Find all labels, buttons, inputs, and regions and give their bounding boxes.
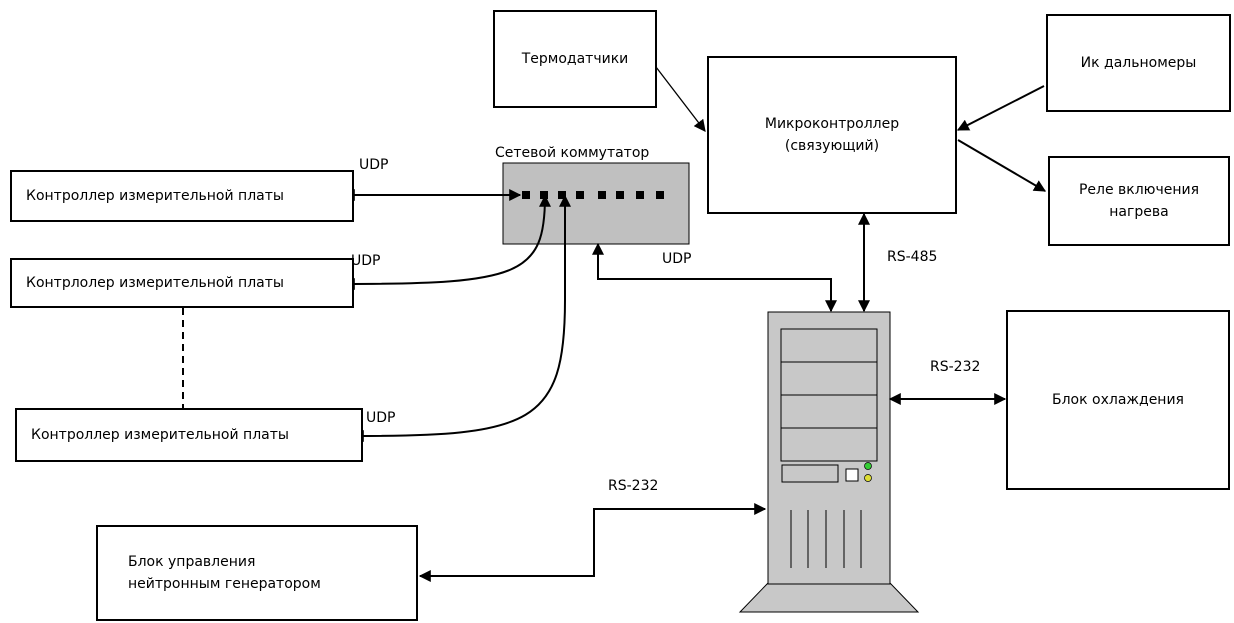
heating-relay-label: Реле включения нагрева <box>1078 182 1200 220</box>
udp-label-server: UDP <box>662 251 692 267</box>
heating-relay-block: Реле включения нагрева <box>1048 156 1230 246</box>
neutron-generator-control-label: Блок управления нейтронным генератором <box>128 554 321 592</box>
ir-rangefinders-block: Ик дальномеры <box>1046 14 1231 112</box>
link-micro-relay <box>957 139 1047 192</box>
network-switch <box>502 162 690 245</box>
link-switch-server <box>592 242 837 313</box>
measurement-controller-3: Контроллер измерительной платы <box>15 408 363 462</box>
ir-rangefinders-label: Ик дальномеры <box>1080 55 1197 71</box>
measurement-controller-2-label: Контрлолер измерительной платы <box>26 275 284 291</box>
measurement-controller-3-label: Контроллер измерительной платы <box>31 427 289 443</box>
rs232-cooling-label: RS-232 <box>930 359 981 375</box>
udp-label-ctrl2: UDP <box>351 253 381 269</box>
udp-label-ctrl3: UDP <box>366 410 396 426</box>
rs485-label: RS-485 <box>887 249 938 265</box>
measurement-controller-1: Контроллер измерительной платы <box>10 170 354 222</box>
microcontroller-block: Микроконтроллер (связующий) <box>707 56 957 214</box>
link-server-neutron <box>418 503 767 582</box>
udp-label-ctrl1: UDP <box>359 157 389 173</box>
measurement-controller-2: Контрлолер измерительной платы <box>10 258 354 308</box>
link-switch-ctrl3 <box>351 194 571 442</box>
rs232-neutron-label: RS-232 <box>608 478 659 494</box>
link-ir-micro <box>956 85 1045 131</box>
neutron-generator-control-block: Блок управления нейтронным генератором <box>96 525 418 621</box>
link-thermo-micro <box>655 66 706 132</box>
cooling-block: Блок охлаждения <box>1006 310 1230 490</box>
server-tower-icon <box>738 311 920 613</box>
cooling-block-label: Блок охлаждения <box>1052 392 1184 408</box>
microcontroller-label: Микроконтроллер (связующий) <box>764 116 900 154</box>
network-switch-title: Сетевой коммутатор <box>495 145 650 161</box>
thermo-sensors-block: Термодатчики <box>493 10 657 108</box>
measurement-controller-1-label: Контроллер измерительной платы <box>26 188 284 204</box>
thermo-sensors-label: Термодатчики <box>521 51 629 67</box>
